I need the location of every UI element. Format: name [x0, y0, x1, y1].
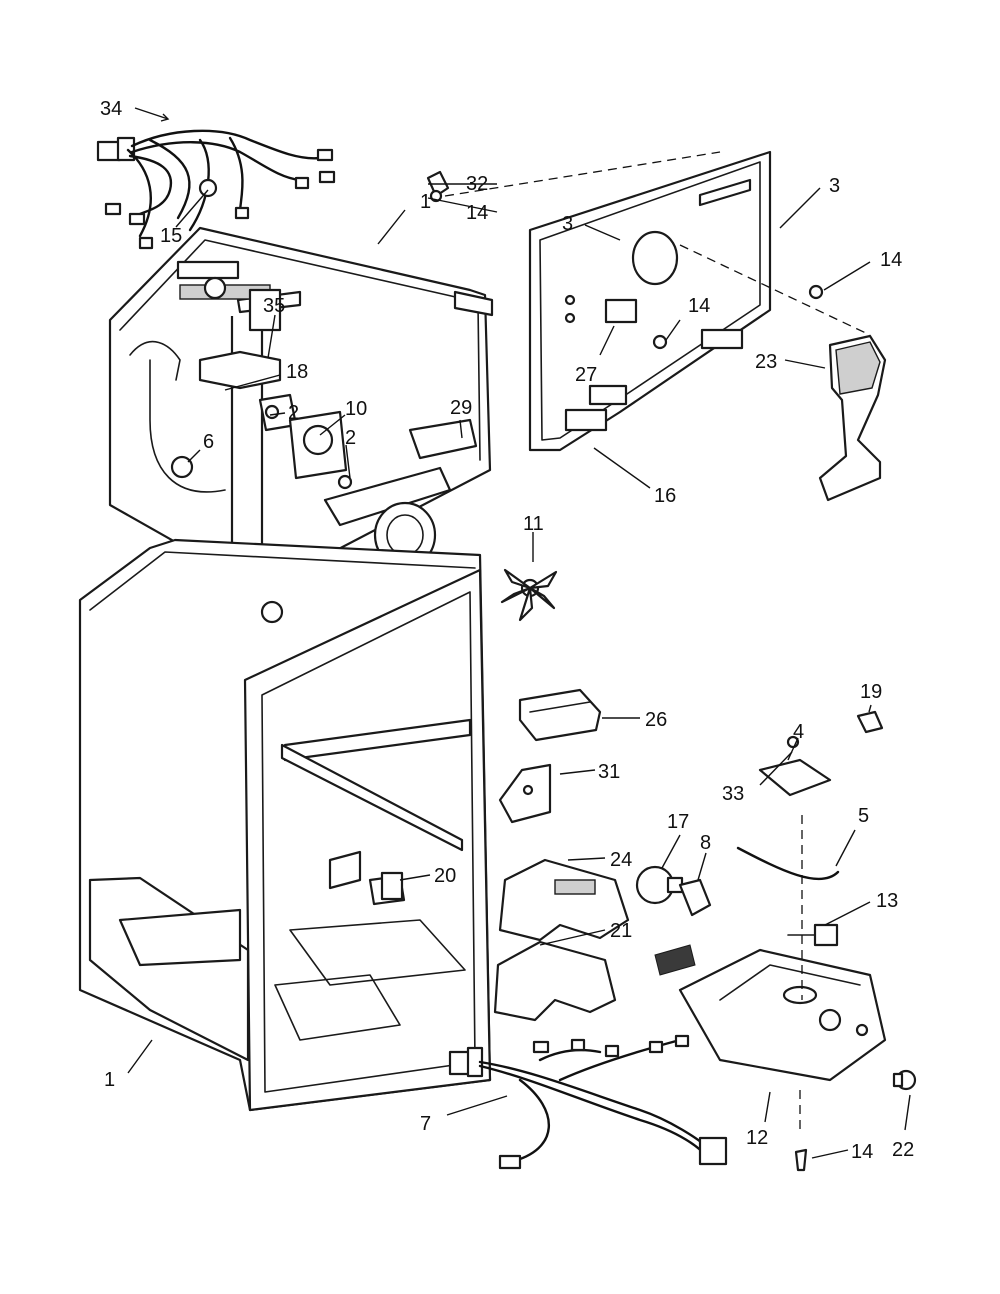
callout-23: 23 [755, 351, 777, 373]
tube-5 [736, 846, 840, 881]
screw-14 [794, 1148, 808, 1172]
fan-blade-11 [500, 568, 558, 622]
callout-14-b: 14 [880, 249, 902, 271]
valve-13 [787, 923, 839, 947]
cover-24 [498, 858, 630, 942]
knob-22 [892, 1069, 917, 1091]
callout-5: 5 [858, 805, 869, 827]
callout-1-lower: 1 [104, 1069, 115, 1091]
callout-17: 17 [667, 811, 689, 833]
callout-24: 24 [610, 849, 632, 871]
callout-19: 19 [860, 681, 882, 703]
callout-29: 29 [450, 397, 472, 419]
freezer-components [170, 276, 478, 569]
tag-under-housing [654, 944, 696, 976]
callout-8: 8 [700, 832, 711, 854]
callout-11: 11 [523, 513, 544, 535]
callout-14-c: 14 [688, 295, 710, 317]
callout-22: 22 [892, 1139, 914, 1161]
wire-harness-7 [448, 1034, 728, 1170]
cover-21 [493, 940, 617, 1022]
callout-3-a: 3 [562, 213, 573, 235]
support-20 [380, 871, 404, 901]
leader-lines [127, 107, 911, 1159]
housing-12 [678, 815, 887, 1130]
callout-6: 6 [203, 431, 214, 453]
thermostat-housing-26 [518, 688, 602, 742]
control-housing-23 [818, 334, 887, 502]
callout-1-upper: 1 [420, 191, 431, 213]
callout-33: 33 [722, 783, 744, 805]
callout-4: 4 [793, 721, 804, 743]
switch-19 [856, 710, 884, 734]
callout-14-d: 14 [851, 1141, 873, 1163]
callout-15: 15 [160, 225, 182, 247]
callout-14-a: 14 [466, 202, 488, 224]
wire-harness-34 [96, 129, 336, 250]
bracket-31 [498, 763, 552, 824]
callout-7: 7 [420, 1113, 431, 1135]
callout-31: 31 [598, 761, 620, 783]
callout-32: 32 [466, 173, 488, 195]
callout-34: 34 [100, 98, 122, 120]
callout-2-b: 2 [345, 427, 356, 449]
socket-8 [678, 878, 712, 917]
lamp-17 [635, 865, 684, 905]
callout-labels: 34 15 1 35 18 2 10 2 29 6 11 32 14 3 3 1… [100, 98, 914, 1163]
callout-16: 16 [654, 485, 676, 507]
callout-10: 10 [345, 398, 367, 420]
callout-3-b: 3 [829, 175, 840, 197]
callout-20: 20 [434, 865, 456, 887]
callout-35: 35 [263, 295, 285, 317]
callout-26: 26 [645, 709, 667, 731]
callout-18: 18 [286, 361, 308, 383]
divider-panel-16 [528, 150, 772, 452]
fresh-food-liner-1 [78, 538, 492, 1112]
callout-2-a: 2 [288, 402, 299, 424]
callout-12: 12 [746, 1127, 768, 1149]
callout-21: 21 [610, 920, 632, 942]
callout-13: 13 [876, 890, 898, 912]
callout-27: 27 [575, 364, 597, 386]
